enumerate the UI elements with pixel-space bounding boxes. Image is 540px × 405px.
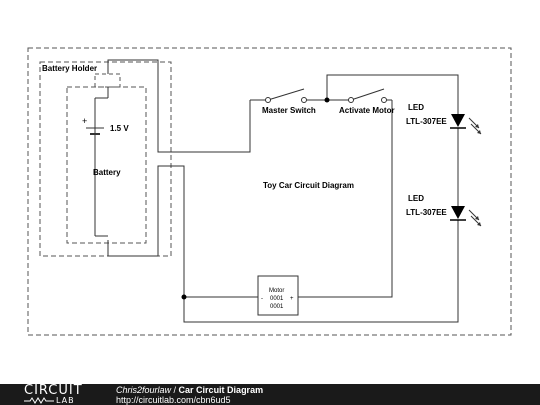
motor-label: Motor (269, 288, 284, 294)
master-switch-label: Master Switch (262, 106, 316, 115)
battery-holder-box (39, 61, 172, 257)
circuitlab-logo-sub: LAB (56, 396, 75, 405)
circuitlab-logo[interactable]: CIRCUIT (24, 383, 83, 398)
footer-url[interactable]: http://circuitlab.com/cbn6ud5 (116, 395, 231, 405)
battery-plus-sign: + (82, 116, 87, 126)
author-link[interactable]: Chris2fourlaw (116, 385, 172, 395)
footer-bar: CIRCUIT LAB Chris2fourlaw / Car Circuit … (0, 384, 540, 405)
led-2-label: LED (408, 194, 424, 203)
led-1-part: LTL-307EE (406, 117, 447, 126)
battery-voltage-label: 1.5 V (110, 124, 129, 133)
battery-label: Battery (93, 168, 121, 177)
battery-contact-box (94, 73, 121, 88)
master-switch (265, 97, 307, 103)
battery-box (66, 86, 147, 244)
activate-motor-switch (348, 97, 387, 103)
circuit-title-link[interactable]: Car Circuit Diagram (178, 385, 264, 395)
resistor-icon (24, 397, 54, 404)
battery-holder-label: Battery Holder (42, 64, 97, 73)
led-1-symbol (450, 114, 482, 135)
led-2-symbol (450, 206, 482, 227)
motor-box (257, 275, 299, 316)
wires (94, 59, 459, 323)
junction-dot (181, 294, 187, 300)
junction-dot (324, 97, 330, 103)
motor-minus: - (261, 296, 263, 302)
diagram-title: Toy Car Circuit Diagram (263, 181, 354, 190)
activate-motor-label: Activate Motor (339, 106, 395, 115)
led-2-part: LTL-307EE (406, 208, 447, 217)
led-1-label: LED (408, 103, 424, 112)
motor-plus: + (290, 296, 294, 302)
battery-cell-symbol (86, 127, 104, 135)
circuit-diagram: Battery Holder + 1.5 V Battery Master Sw… (27, 47, 512, 336)
motor-number-2: 0001 (270, 304, 284, 310)
footer-separator: / (171, 385, 179, 395)
outer-boundary (27, 47, 512, 336)
footer-credit: Chris2fourlaw / Car Circuit Diagram (116, 385, 263, 395)
motor-number-1: 0001 (270, 296, 284, 302)
